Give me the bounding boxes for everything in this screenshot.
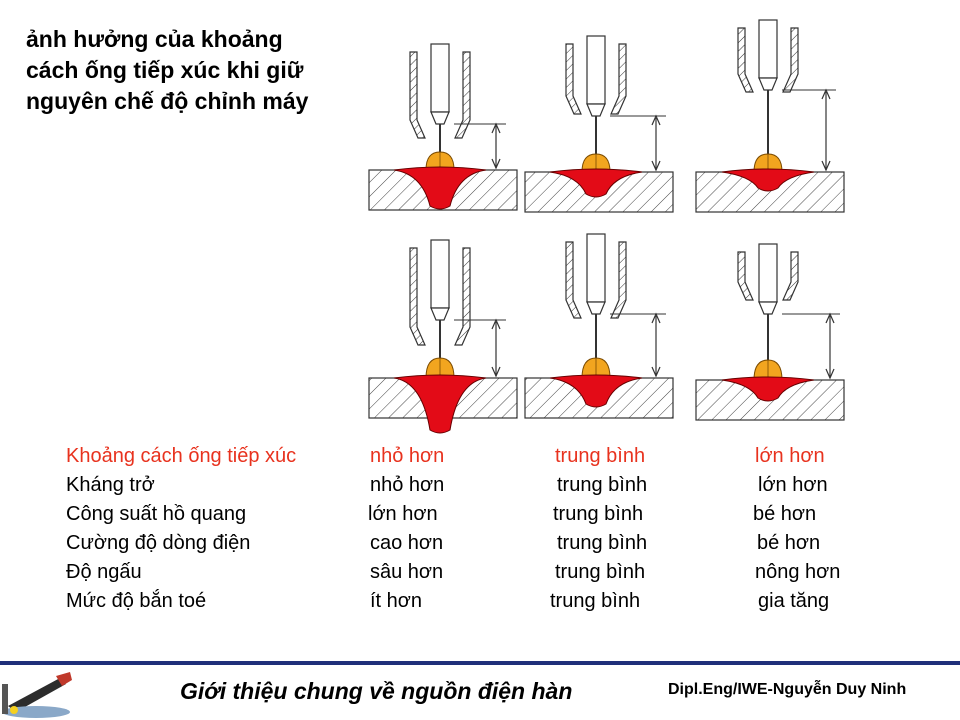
contact-tube	[586, 233, 606, 303]
weld-pool	[393, 374, 487, 434]
table-header-row: Khoảng cách ống tiếp xúc nhỏ hơn trung b…	[0, 445, 960, 474]
table-cell: lớn hơn	[758, 474, 828, 496]
nozzle-wall-left	[737, 27, 754, 93]
table-row: Độ ngấu sâu hơn trung bình nông hơn	[0, 561, 960, 590]
weld-pool	[393, 166, 487, 210]
contact-tip	[758, 77, 778, 91]
torch-diagram-2	[524, 35, 674, 213]
arrow-head-down	[825, 368, 835, 380]
arrow-head-down	[491, 158, 501, 170]
contact-tip	[430, 111, 450, 125]
contact-tube	[430, 43, 450, 113]
nozzle-wall-left	[409, 247, 426, 346]
welding-torch-icon	[0, 666, 80, 720]
table-cell: trung bình	[553, 503, 644, 525]
welding-diagrams	[368, 19, 845, 434]
table-cell: trung bình	[557, 532, 648, 554]
table-cell: trung bình	[557, 474, 648, 496]
contact-tip	[586, 301, 606, 315]
nozzle-wall-right	[454, 247, 471, 346]
table-cell: Độ ngấu	[66, 561, 142, 583]
contact-tube	[430, 239, 450, 309]
table-cell: ít hơn	[370, 590, 423, 612]
contact-tube	[758, 243, 778, 303]
table-cell: sâu hơn	[370, 561, 444, 583]
table-cell: Kháng trở	[66, 474, 155, 496]
contact-tip	[430, 307, 450, 321]
nozzle-wall-right	[782, 27, 799, 93]
table-cell: nhỏ hơn	[370, 474, 445, 496]
table-cell: lớn hơn	[368, 503, 438, 525]
weld-pool	[549, 374, 643, 408]
weld-pool	[721, 376, 815, 402]
footer-author: Dipl.Eng/IWE-Nguyễn Duy Ninh	[668, 681, 907, 698]
arrow-head-up	[651, 114, 661, 126]
arrow-head-up	[825, 312, 835, 324]
table-cell: bé hơn	[757, 532, 821, 554]
nozzle-wall-right	[782, 251, 799, 301]
torch-diagram-6	[695, 243, 845, 421]
nozzle-wall-right	[610, 43, 627, 115]
nozzle-wall-left	[565, 43, 582, 115]
weld-pool	[721, 168, 815, 192]
table-row: Cường độ dòng điện cao hơn trung bình bé…	[0, 532, 960, 561]
nozzle-wall-left	[409, 51, 426, 139]
table-cell: trung bình	[555, 561, 646, 583]
table-cell: Cường độ dòng điện	[66, 532, 251, 554]
arrow-head-up	[491, 122, 501, 134]
footer-divider	[0, 661, 960, 665]
table-cell: nhỏ hơn	[370, 445, 445, 467]
footer-title: Giới thiệu chung về nguồn điện hàn	[180, 678, 573, 704]
table-cell: lớn hơn	[755, 445, 825, 467]
nozzle-wall-left	[737, 251, 754, 301]
arrow-head-up	[491, 318, 501, 330]
arrow-head-up	[651, 312, 661, 324]
torch-diagram-5	[524, 233, 674, 419]
contact-tip	[758, 301, 778, 315]
arrow-head-up	[821, 88, 831, 100]
torch-diagram-1	[368, 43, 518, 211]
arrow-head-down	[821, 160, 831, 172]
table-cell: cao hơn	[370, 532, 444, 554]
torch-diagram-4	[368, 239, 518, 434]
table-cell: nông hơn	[755, 561, 841, 583]
table-cell: gia tăng	[758, 590, 830, 612]
nozzle-wall-left	[565, 241, 582, 319]
table-cell: Khoảng cách ống tiếp xúc	[66, 445, 297, 467]
contact-tube	[586, 35, 606, 105]
table-cell: bé hơn	[753, 503, 817, 525]
arrow-head-down	[491, 366, 501, 378]
table-row: Kháng trở nhỏ hơn trung bình lớn hơn	[0, 474, 960, 503]
table-cell: trung bình	[555, 445, 646, 467]
torch-diagram-3	[695, 19, 845, 213]
table-cell: trung bình	[550, 590, 641, 612]
nozzle-wall-right	[454, 51, 471, 139]
table-cell: Công suất hồ quang	[66, 503, 247, 525]
contact-tube	[758, 19, 778, 79]
table-row: Mức độ bắn toé ít hơn trung bình gia tăn…	[0, 590, 960, 619]
weld-pool	[549, 168, 643, 198]
table-row: Công suất hồ quang lớn hơn trung bình bé…	[0, 503, 960, 532]
nozzle-wall-right	[610, 241, 627, 319]
arrow-head-down	[651, 160, 661, 172]
table-cell: Mức độ bắn toé	[66, 590, 207, 612]
contact-tip	[586, 103, 606, 117]
arrow-head-down	[651, 366, 661, 378]
slide-title: ảnh hưởng của khoảng cách ống tiếp xúc k…	[26, 26, 309, 114]
